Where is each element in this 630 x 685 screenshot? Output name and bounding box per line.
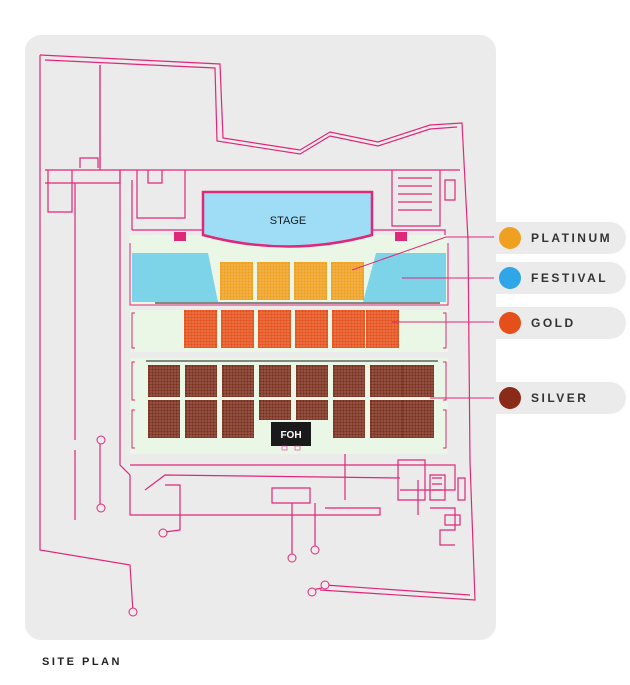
silver-seat-block: [402, 365, 434, 397]
silver-seat-block: [185, 400, 217, 438]
stage: STAGE: [174, 190, 407, 248]
silver-seats: [148, 365, 434, 438]
gold-seat-block: [221, 310, 254, 348]
platinum-seat-block: [220, 262, 253, 300]
silver-seat-block: [296, 400, 328, 420]
silver-seat-block: [370, 400, 402, 438]
silver-seat-block: [259, 400, 291, 420]
legend-leaders: [351, 236, 496, 399]
gold-seats: [184, 310, 399, 348]
legend-label-silver: SILVER: [531, 391, 589, 405]
legend-item-silver: SILVER: [494, 382, 626, 414]
gold-seat-block: [332, 310, 365, 348]
silver-seat-block: [185, 365, 217, 397]
legend-item-platinum: PLATINUM: [494, 222, 626, 254]
foh-booth: FOH: [271, 422, 311, 451]
fixture-markers: [96, 435, 330, 617]
legend-label-festival: FESTIVAL: [531, 271, 609, 285]
site-plan-caption: SITE PLAN: [42, 656, 122, 668]
silver-seat-block: [333, 400, 365, 438]
legend-label-gold: GOLD: [531, 316, 576, 330]
gold-seat-block: [184, 310, 217, 348]
silver-seat-block: [222, 400, 254, 438]
silver-seat-block: [296, 365, 328, 397]
silver-seat-block: [370, 365, 402, 397]
silver-seat-block: [148, 400, 180, 438]
legend-item-gold: GOLD: [494, 307, 626, 339]
site-outlines: [39, 54, 476, 613]
platinum-seat-block: [294, 262, 327, 300]
platinum-seats: [220, 262, 364, 300]
gold-seat-block: [366, 310, 399, 348]
silver-swatch-icon: [499, 387, 521, 409]
platinum-seat-block: [257, 262, 290, 300]
legend-item-festival: FESTIVAL: [494, 262, 626, 294]
platinum-seat-block: [331, 262, 364, 300]
legend-label-platinum: PLATINUM: [531, 231, 613, 245]
silver-seat-block: [148, 365, 180, 397]
platinum-swatch-icon: [499, 227, 521, 249]
silver-seat-block: [402, 400, 434, 438]
gold-swatch-icon: [499, 312, 521, 334]
festival-swatch-icon: [499, 267, 521, 289]
festival-area-left: [132, 253, 218, 302]
foh-label: FOH: [280, 430, 301, 441]
silver-seat-block: [333, 365, 365, 397]
gold-seat-block: [258, 310, 291, 348]
gold-seat-block: [295, 310, 328, 348]
zone-frames: [129, 243, 449, 449]
silver-seat-block: [222, 365, 254, 397]
stage-label: STAGE: [270, 215, 306, 227]
silver-seat-block: [259, 365, 291, 397]
